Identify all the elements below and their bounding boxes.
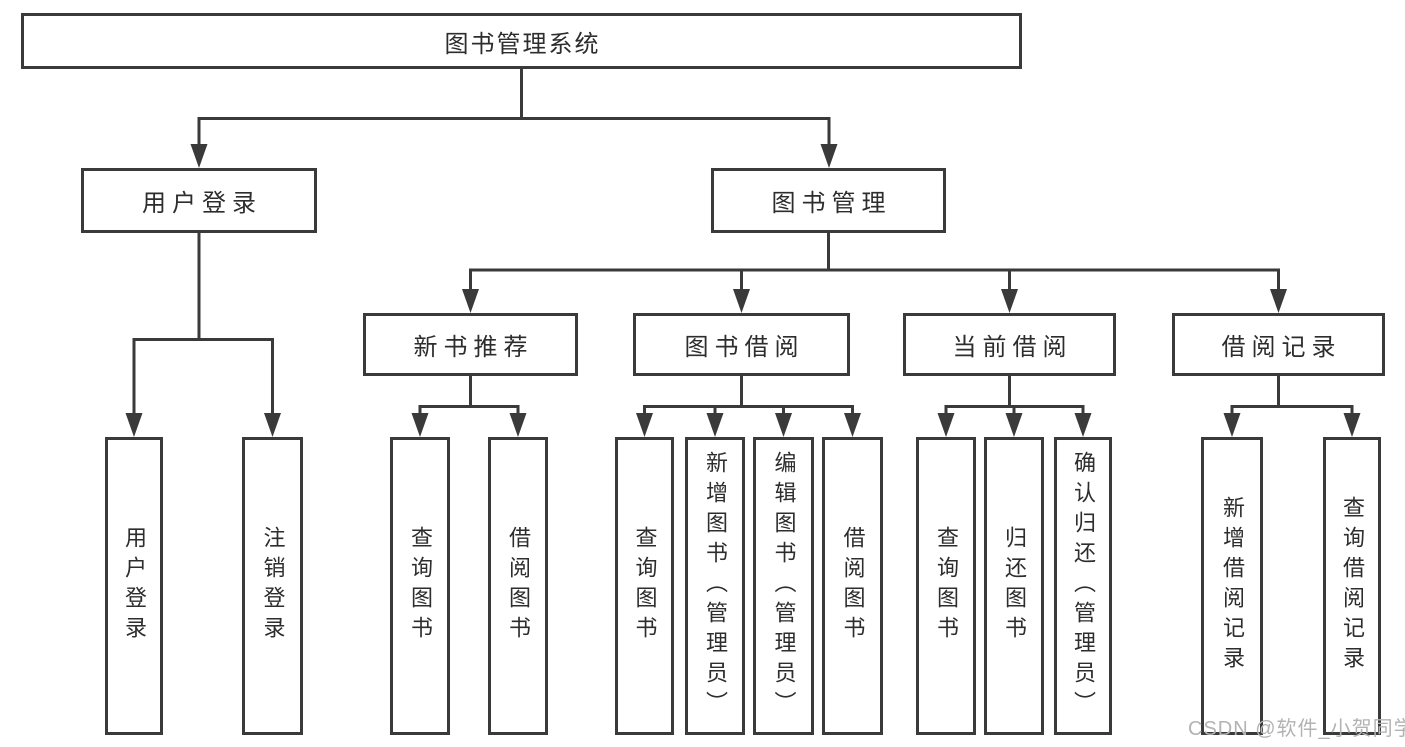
node-query-books-current: 查询图书 [916,437,976,735]
node-query-books-borrowing: 查询图书 [615,437,674,735]
node-book-borrowing: 图书借阅 [633,313,850,376]
node-user-login: 用户登录 [81,168,317,233]
node-logout-leaf: 注销登录 [242,437,303,735]
node-borrow-books-recommend: 借阅图书 [488,437,548,735]
node-add-borrow-record: 新增借阅记录 [1201,437,1263,735]
node-current-borrowing: 当前借阅 [903,313,1116,376]
node-user-login-leaf: 用户登录 [105,437,163,735]
node-borrowing-records: 借阅记录 [1172,313,1385,376]
node-borrow-books-borrowing: 借阅图书 [822,437,883,735]
node-confirm-return-admin: 确认归还（管理员） [1054,437,1112,735]
node-new-book-recommendation: 新书推荐 [363,313,578,376]
node-book-management-system: 图书管理系统 [21,13,1022,69]
node-query-borrow-record: 查询借阅记录 [1323,437,1381,735]
node-query-books-recommend: 查询图书 [390,437,450,735]
node-edit-book-admin: 编辑图书（管理员） [753,437,814,735]
node-book-management: 图书管理 [711,168,946,233]
csdn-watermark: CSDN @软件_小贺同学 [1188,718,1405,740]
node-return-books: 归还图书 [984,437,1044,735]
node-add-book-admin: 新增图书（管理员） [685,437,745,735]
